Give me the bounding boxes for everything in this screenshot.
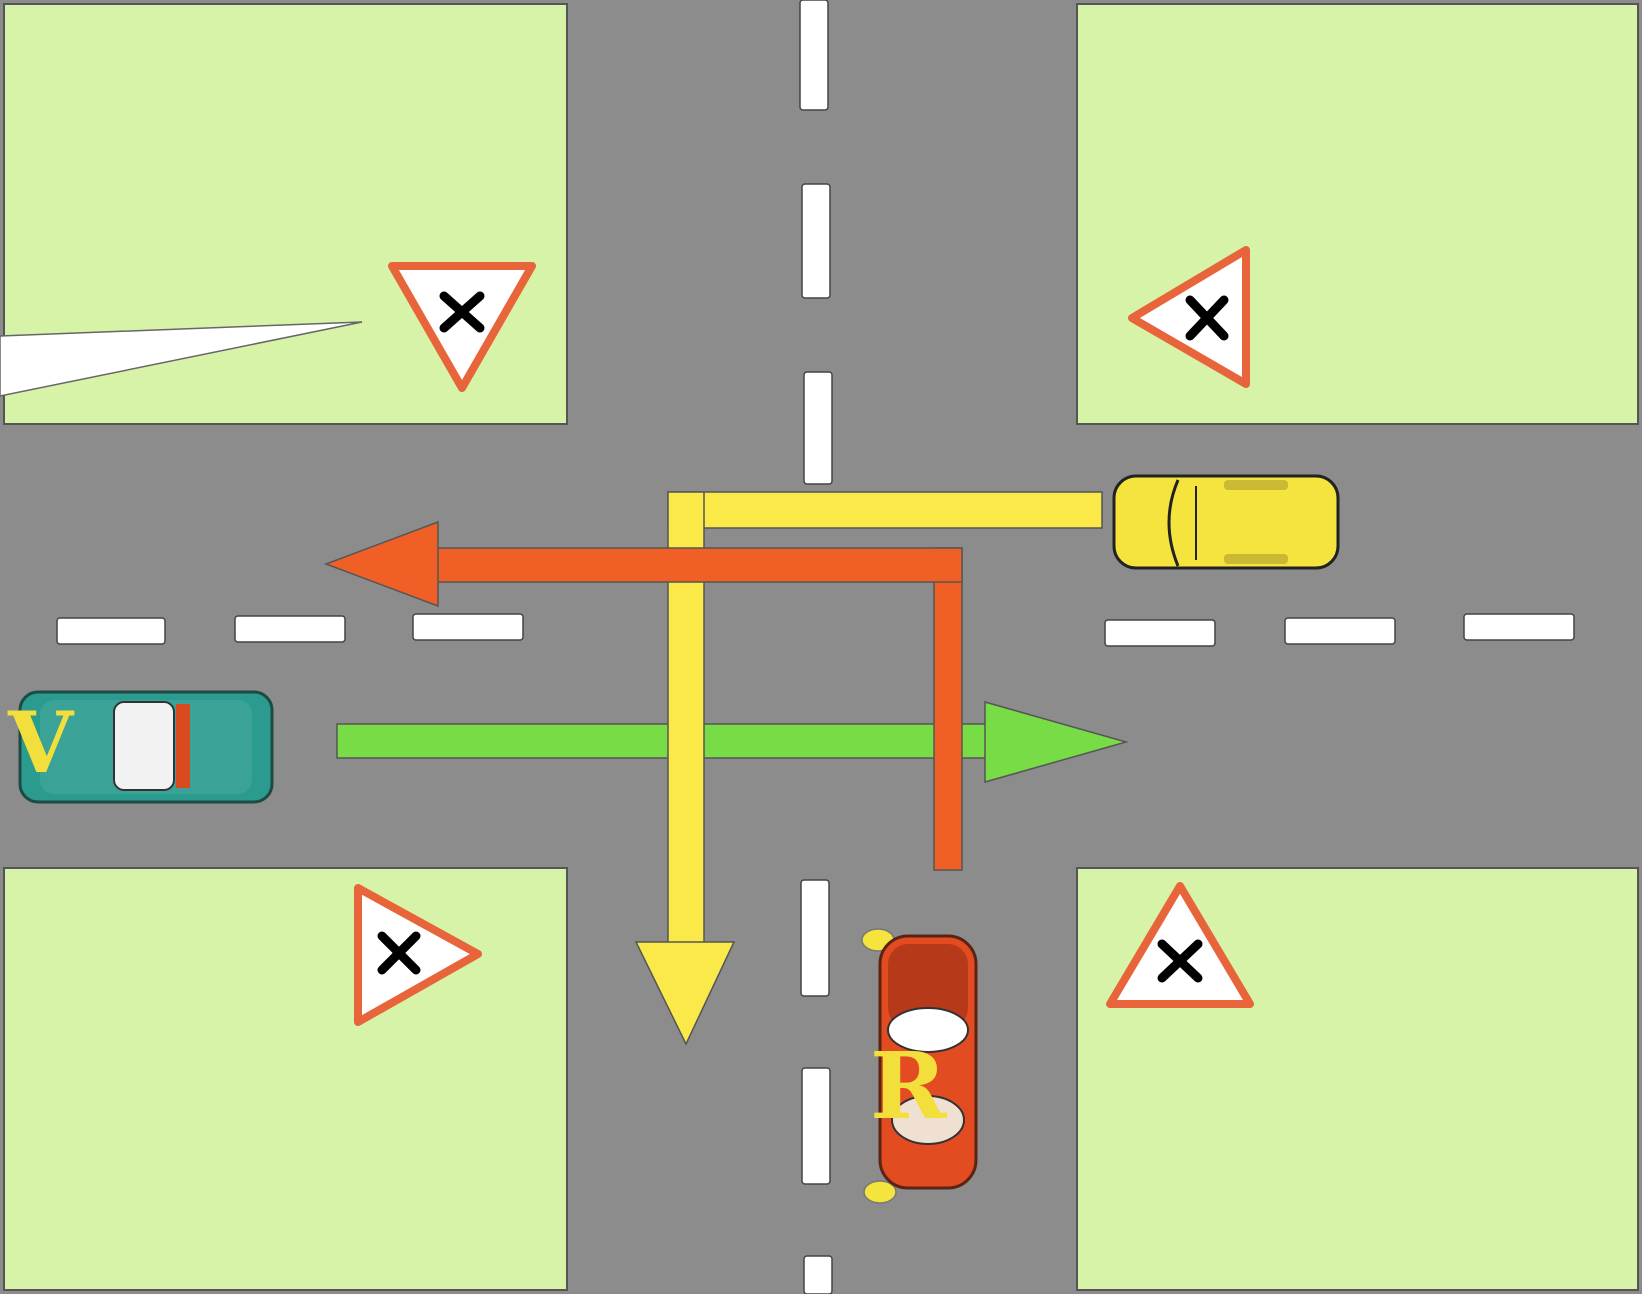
priority-crossroad-icon bbox=[1185, 295, 1229, 341]
priority-crossroad-icon bbox=[439, 291, 485, 333]
priority-crossroad-icon bbox=[1157, 939, 1203, 983]
path-v-arrow bbox=[336, 701, 1129, 783]
sign-ne bbox=[1128, 246, 1250, 388]
vehicle-v-label: V bbox=[7, 693, 75, 792]
pointer-wedge bbox=[0, 321, 363, 397]
sign-se bbox=[1106, 882, 1254, 1008]
vehicle-r-label: R bbox=[870, 1032, 947, 1140]
vehicle-r: R bbox=[861, 928, 978, 1204]
grass-sw bbox=[3, 867, 568, 1291]
grass-ne bbox=[1076, 3, 1639, 425]
sign-nw bbox=[388, 262, 536, 392]
path-r-arrow bbox=[323, 520, 963, 871]
grass-blocks bbox=[3, 3, 1639, 1291]
lane-markings bbox=[56, 0, 1575, 1294]
sign-sw bbox=[354, 884, 482, 1026]
priority-crossroad-icon bbox=[377, 931, 421, 975]
vehicle-v: V bbox=[7, 690, 274, 804]
vehicle-j bbox=[1112, 474, 1340, 570]
